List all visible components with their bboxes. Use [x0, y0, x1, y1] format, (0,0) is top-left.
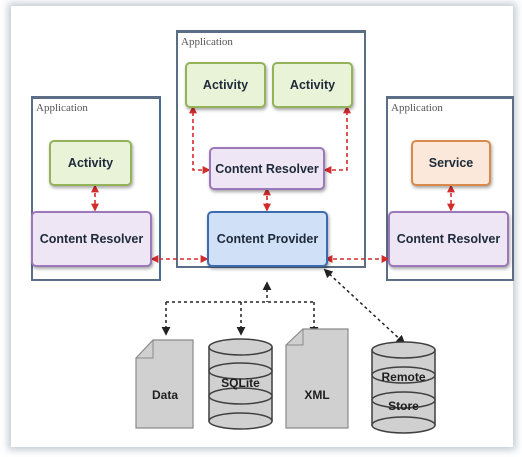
link-resolver-activity-2 — [323, 105, 351, 174]
application-right-label: Application — [391, 102, 443, 114]
sqlite-database-shape — [208, 338, 273, 430]
remote-store-label-line2: Store — [388, 399, 419, 413]
xml-file-shape — [285, 328, 349, 429]
middle-content-resolver-box: Content Resolver — [209, 147, 325, 190]
left-content-resolver-box: Content Resolver — [31, 211, 152, 267]
content-provider-box: Content Provider — [207, 211, 328, 267]
application-middle-label: Application — [181, 36, 233, 48]
left-activity-box: Activity — [49, 140, 132, 186]
xml-store-label: XML — [304, 388, 330, 402]
right-content-resolver-box: Content Resolver — [388, 211, 509, 267]
data-store-label: Data — [151, 388, 178, 402]
data-file-shape — [135, 339, 194, 429]
right-service-box: Service — [411, 140, 491, 186]
sqlite-store-label: SQLite — [221, 376, 260, 390]
middle-activity-2-box: Activity — [272, 62, 353, 108]
link-resolver-activity-1 — [189, 105, 211, 174]
middle-activity-1-box: Activity — [185, 62, 266, 108]
remote-store-shape — [371, 341, 436, 434]
remote-store-label-line1: Remote — [381, 370, 426, 384]
application-left-label: Application — [36, 102, 88, 114]
